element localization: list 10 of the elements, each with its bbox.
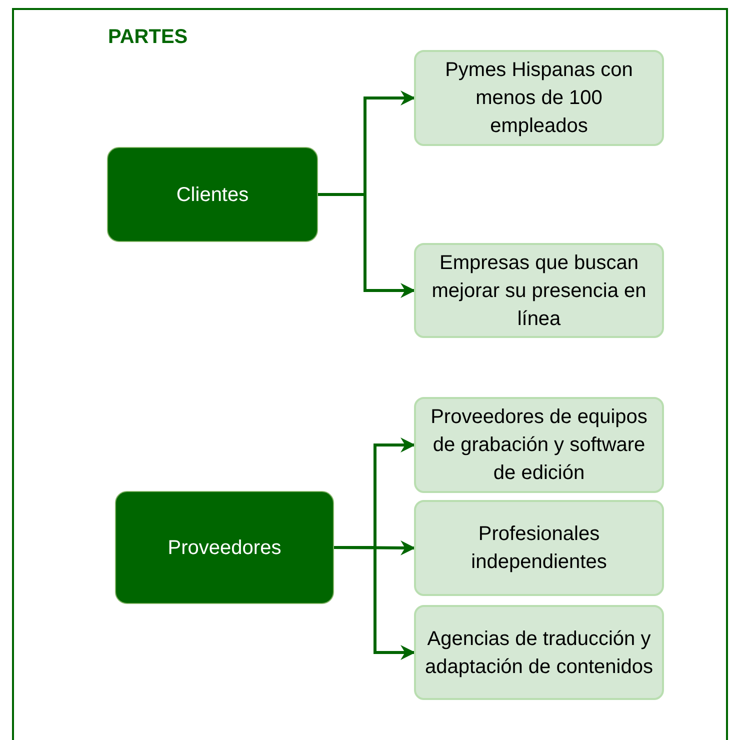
diagram-title: PARTES bbox=[108, 25, 188, 50]
item-box: Pymes Hispanas con menos de 100 empleados bbox=[414, 50, 664, 146]
item-box: Profesionales independientes bbox=[414, 500, 664, 596]
item-box: Agencias de traducción y adaptación de contenidos bbox=[414, 605, 664, 700]
category-box: Clientes bbox=[107, 147, 318, 242]
connector-arrow bbox=[318, 193, 416, 298]
item-box: Proveedores de equipos de grabación y software de edición bbox=[414, 397, 664, 493]
item-box: Empresas que buscan mejorar su presencia en línea bbox=[414, 243, 664, 338]
category-box: Proveedores bbox=[115, 491, 334, 604]
connector-arrow bbox=[334, 546, 416, 660]
